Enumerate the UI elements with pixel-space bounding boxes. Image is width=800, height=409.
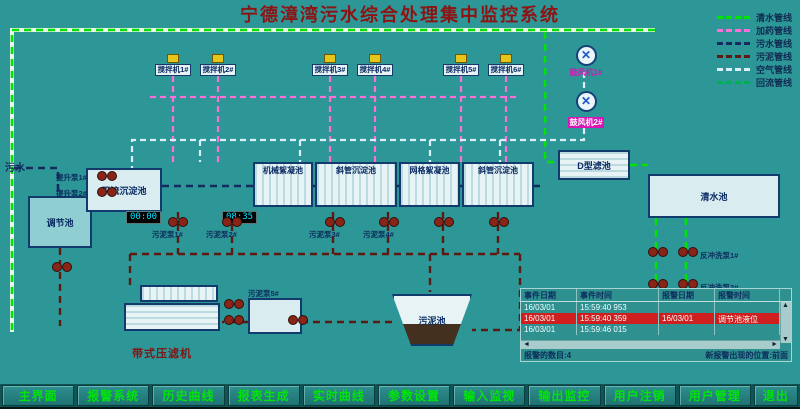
belt-press-label: 带式压滤机 (132, 348, 192, 360)
belt-press-hopper (140, 285, 218, 302)
sludge-pump-2-label: 污泥泵2# (206, 230, 237, 239)
dosing-pipes (150, 76, 520, 162)
tank-regulating: 调节池 (28, 196, 92, 248)
legend-item: 污水管线 (716, 37, 792, 50)
press-feed-pump-2[interactable] (224, 315, 244, 325)
backwash-pump-1-label: 反冲洗泵1# (700, 251, 739, 260)
mixer-3[interactable]: 搅拌机3# (312, 54, 348, 76)
tank-inclined-sedimentation-2: 斜管沉淀池 (462, 162, 534, 207)
backwash-pump-1[interactable] (648, 247, 668, 257)
blower-1[interactable]: 鼓风机1# (564, 45, 608, 78)
legend-item: 空气管线 (716, 63, 792, 76)
mixer-6[interactable]: 搅拌机6# (488, 54, 524, 76)
tank-mechanical-flocculation: 机械絮凝池 (253, 162, 313, 207)
blower-1-label: 鼓风机1# (569, 68, 603, 77)
sludge-pump-3[interactable] (325, 217, 345, 227)
mixer-1[interactable]: 搅拌机1# (155, 54, 191, 76)
lift-pump-1-label: 提升泵1# (56, 173, 87, 182)
sludge-pump-6[interactable] (489, 217, 509, 227)
mixer-2[interactable]: 搅拌机2# (200, 54, 236, 76)
timer-1: 00:00 (126, 211, 162, 224)
clean-line-icon (716, 16, 750, 19)
sludge-pump-4-label: 污泥泵4# (363, 230, 394, 239)
air-line-icon (716, 68, 750, 71)
menu-parameter-settings[interactable]: 参数设置 (377, 385, 451, 406)
alarm-footer: 报警的数目:4 新报警出现的位置:前面 (524, 350, 788, 361)
lift-pump-2-label: 提升泵2# (56, 189, 87, 198)
col-event-time: 事件时间 (577, 289, 659, 301)
tank-d-filter: D型滤池 (558, 150, 630, 180)
mixer-2-label: 搅拌机2# (200, 64, 236, 76)
fan-icon (575, 91, 597, 112)
sludge-pump-1[interactable] (168, 217, 188, 227)
menu-report-generate[interactable]: 报表生成 (227, 385, 300, 406)
dosing-line-icon (716, 29, 750, 32)
alarm-vertical-scrollbar[interactable] (780, 302, 791, 343)
blower-2[interactable]: 鼓风机2# (564, 91, 608, 130)
legend-item: 回流管线 (716, 76, 792, 89)
regulating-outlet-pump[interactable] (52, 262, 72, 272)
legend-item: 清水管线 (716, 11, 792, 24)
backwash-pump-2-label: 反冲洗泵2# (700, 282, 738, 293)
sewage-line-icon (716, 42, 750, 45)
mixer-3-label: 搅拌机3# (312, 64, 348, 76)
menu-realtime-curve[interactable]: 实时曲线 (302, 385, 375, 406)
alarm-position: 新报警出现的位置:前面 (705, 351, 788, 360)
menu-input-monitor[interactable]: 输入监视 (453, 385, 526, 406)
mixer-4[interactable]: 搅拌机4# (357, 54, 393, 76)
alarm-table: 事件日期 事件时间 报警日期 报警时间 16/03/01 15:59:40 95… (520, 288, 792, 362)
menu-user-management[interactable]: 用户管理 (678, 385, 751, 406)
menu-alarm-system[interactable]: 报警系统 (77, 385, 150, 406)
mixer-1-label: 搅拌机1# (155, 64, 191, 76)
sludge-pump-1-label: 污泥泵1# (152, 230, 183, 239)
alarm-horizontal-scrollbar[interactable] (521, 340, 780, 349)
backwash-pump-2b[interactable] (678, 279, 698, 289)
menu-exit[interactable]: 退出 (753, 385, 798, 406)
blower-2-label: 鼓风机2# (567, 117, 605, 128)
alarm-row-active[interactable]: 16/03/01 15:59:40 359 16/03/01 调节池液位 (521, 313, 791, 324)
sludge-pump-4[interactable] (379, 217, 399, 227)
fan-icon (575, 45, 597, 66)
menu-bar: 主界面 报警系统 历史曲线 报表生成 实时曲线 参数设置 输入监视 输出监控 用… (0, 384, 800, 407)
press-feed-pump-3[interactable] (288, 315, 308, 325)
press-feed-pump-1[interactable] (224, 299, 244, 309)
sludge-pump-2[interactable] (222, 217, 242, 227)
pipeline-legend: 清水管线 加药管线 污水管线 污泥管线 空气管线 回流管线 (716, 11, 792, 89)
sludge-pump-3-label: 污泥泵3# (309, 230, 340, 239)
backwash-pump-2[interactable] (648, 279, 668, 289)
clean-water-pipes (10, 28, 688, 332)
col-event-date: 事件日期 (521, 289, 577, 301)
legend-item: 污泥管线 (716, 50, 792, 63)
belt-press-body (124, 303, 220, 331)
tank-grid-flocculation: 网格絮凝池 (399, 162, 460, 207)
alarm-row[interactable]: 16/03/01 15:59:46 015 (521, 324, 791, 335)
mixer-4-label: 搅拌机4# (357, 64, 393, 76)
tank-inclined-sedimentation-1: 斜管沉淀池 (315, 162, 397, 207)
air-pipes (130, 72, 586, 168)
lift-pump-2[interactable] (97, 187, 117, 197)
alarm-table-header: 事件日期 事件时间 报警日期 报警时间 (521, 289, 791, 302)
menu-user-logout[interactable]: 用户注销 (603, 385, 676, 406)
menu-history-curve[interactable]: 历史曲线 (152, 385, 225, 406)
mixer-5[interactable]: 搅拌机5# (443, 54, 479, 76)
page-title: 宁德漳湾污水综合处理集中监控系统 (240, 5, 560, 25)
lift-pump-1[interactable] (97, 171, 117, 181)
sludge-line-icon (716, 55, 750, 58)
col-alarm-date: 报警日期 (659, 289, 715, 301)
inflow-label: 污水 (5, 163, 25, 174)
menu-main[interactable]: 主界面 (2, 385, 75, 406)
col-alarm-time: 报警时间 (715, 289, 780, 301)
menu-output-monitor[interactable]: 输出监控 (528, 385, 601, 406)
reflux-line-icon (716, 81, 750, 84)
alarm-count: 报警的数目:4 (524, 351, 572, 360)
legend-item: 加药管线 (716, 24, 792, 37)
sludge-pump-5[interactable] (434, 217, 454, 227)
backwash-pump-1b[interactable] (678, 247, 698, 257)
tank-clear-water: 清水池 (648, 174, 780, 218)
alarm-row[interactable]: 16/03/01 15:59:40 953 (521, 302, 791, 313)
mixer-6-label: 搅拌机6# (488, 64, 524, 76)
sludge-pump-5-label: 污泥泵5# (248, 289, 279, 298)
mixer-5-label: 搅拌机5# (443, 64, 479, 76)
